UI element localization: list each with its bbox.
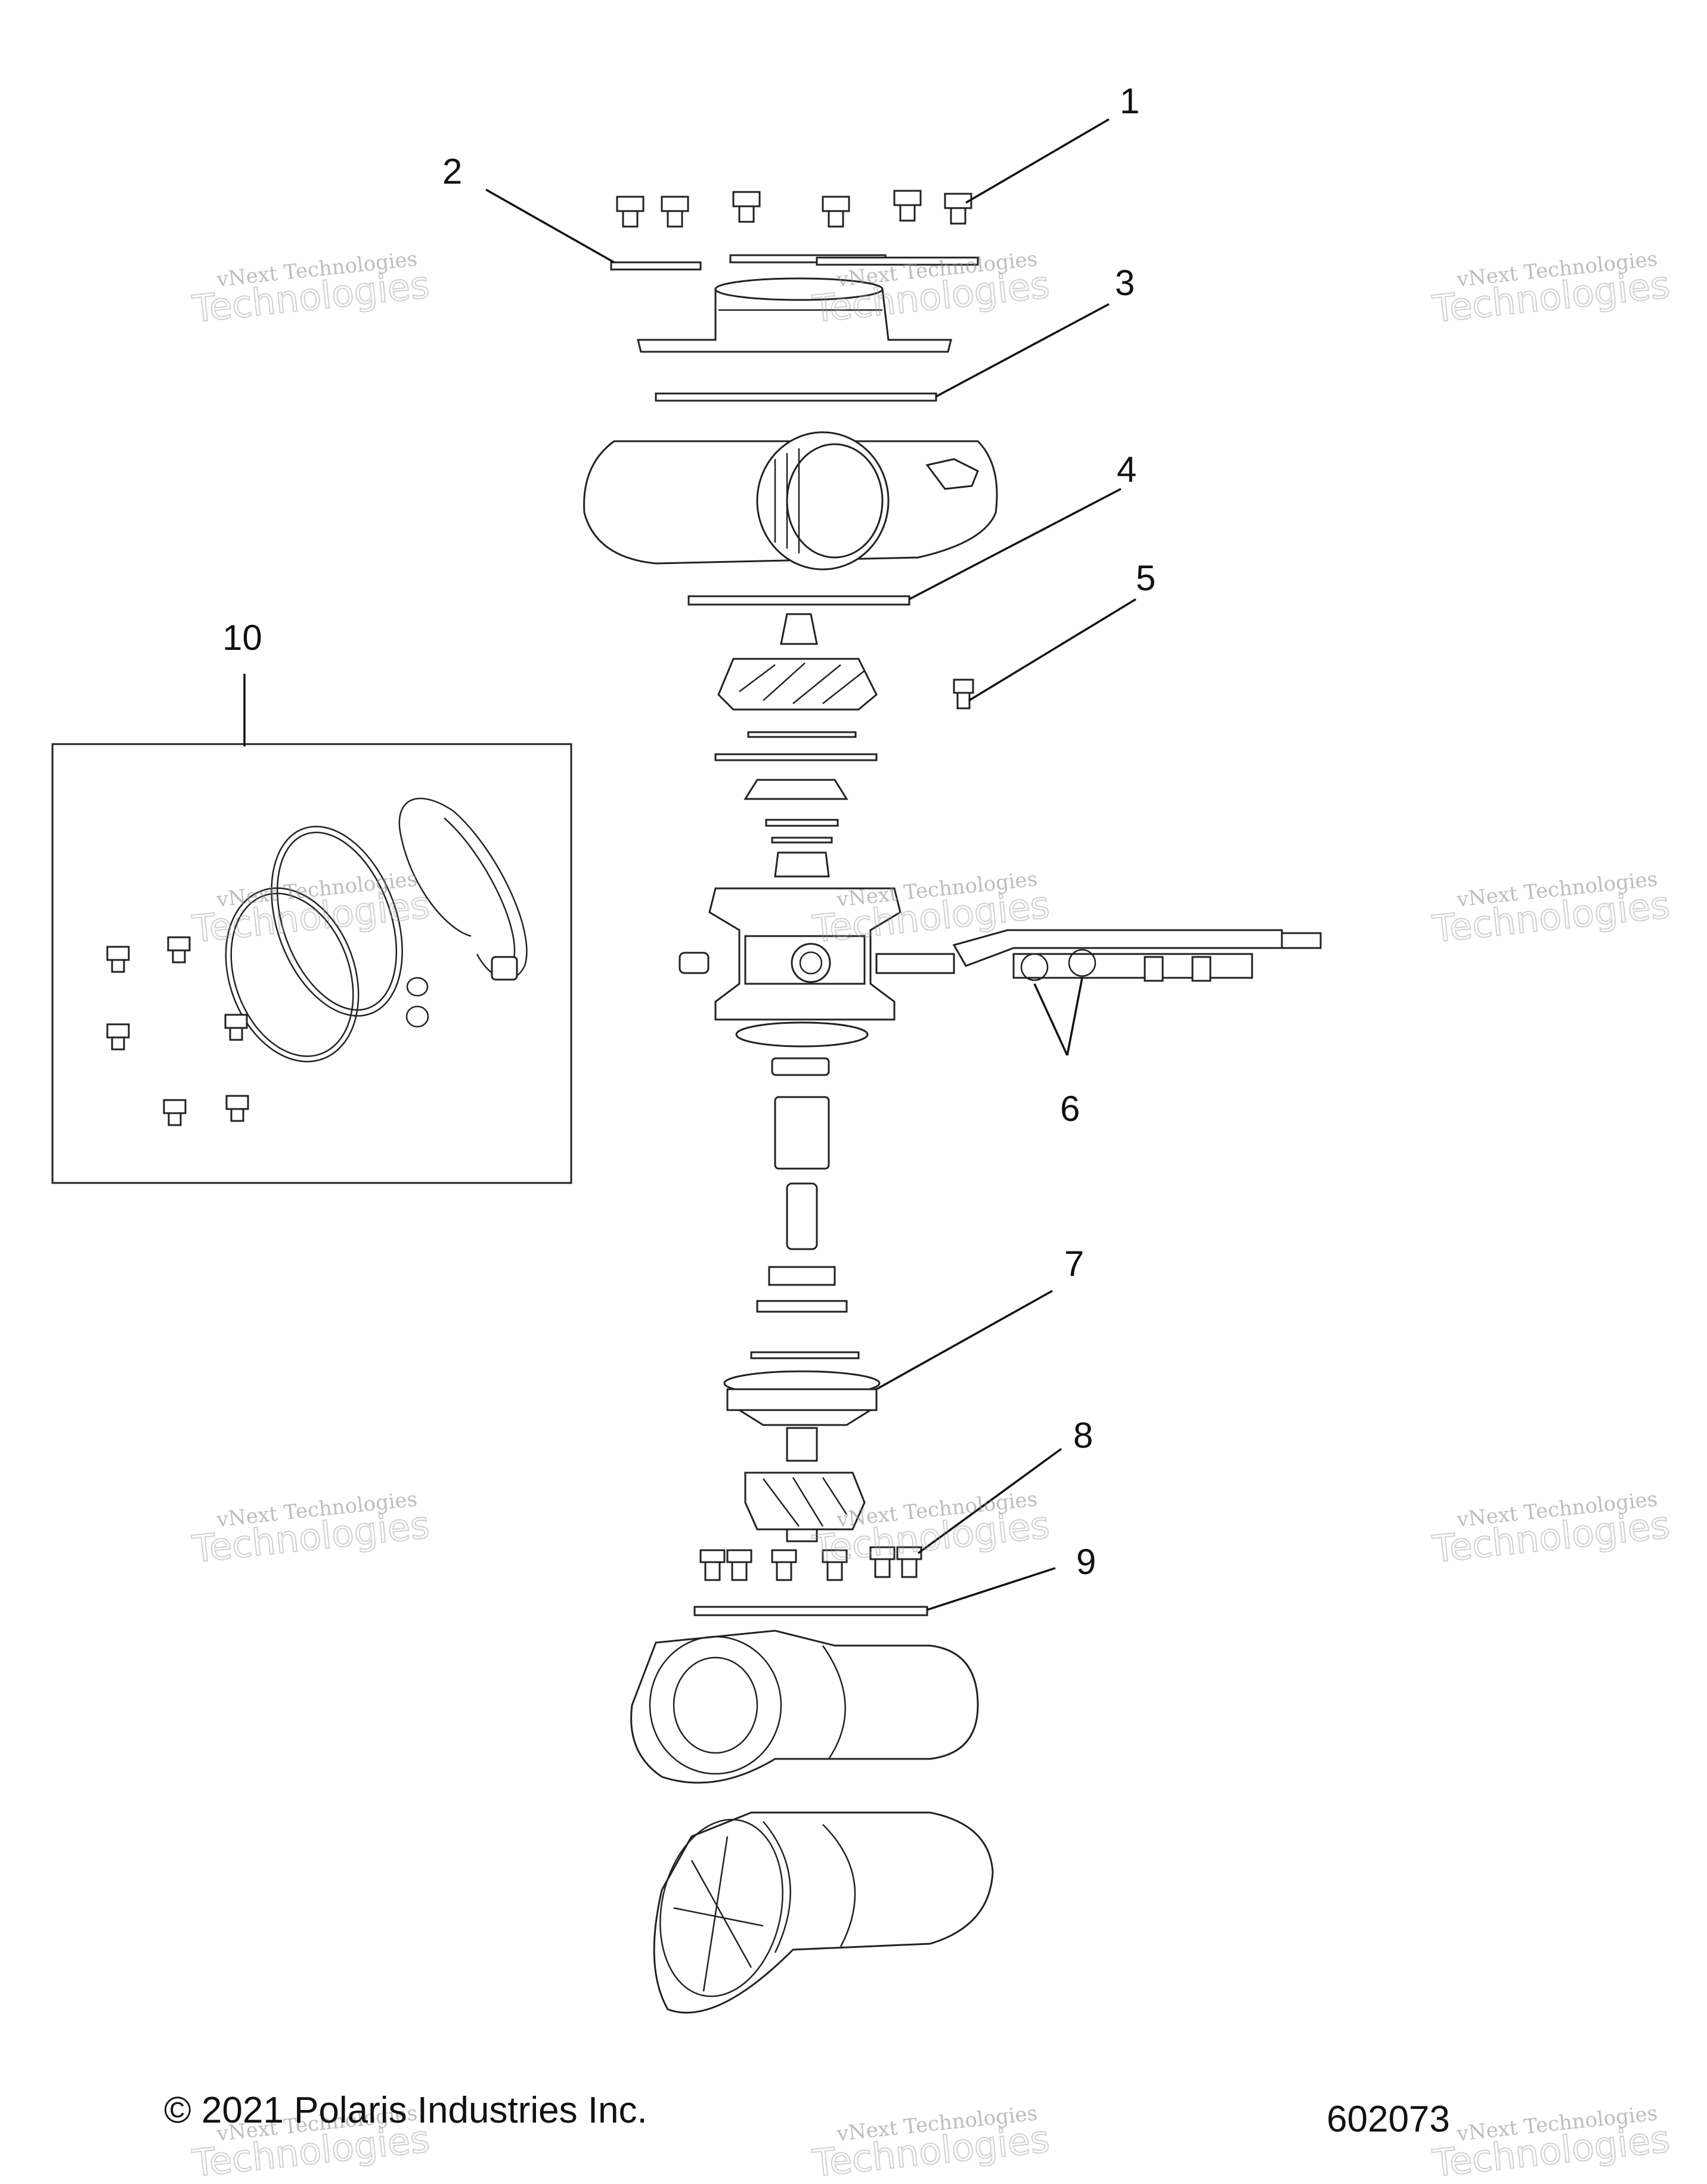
callout-9: 9 — [1076, 1542, 1096, 1582]
callout-6: 6 — [1060, 1089, 1080, 1129]
top-bolts-item-1 — [616, 190, 972, 228]
shaft-stack — [723, 1057, 881, 1462]
gasket-item-9 — [693, 1606, 928, 1616]
callout-10: 10 — [222, 618, 262, 658]
gasket-item-3 — [655, 392, 937, 402]
callout-8: 8 — [1073, 1415, 1093, 1455]
oil-lines-item-6 — [875, 929, 1322, 1056]
exhaust-pipe — [653, 1811, 994, 2014]
callout-1: 1 — [1120, 81, 1139, 121]
compressor-wheel — [717, 613, 878, 711]
gasket-item-4 — [687, 595, 910, 606]
callout-4: 4 — [1117, 450, 1136, 490]
shims-and-seals — [714, 731, 878, 878]
turbine-housing — [630, 1630, 979, 1784]
retainer-plates-item-2 — [610, 254, 979, 271]
turbine-bolts-item-8 — [699, 1546, 922, 1581]
copyright-text: © 2021 Polaris Industries Inc. — [164, 2090, 648, 2131]
center-housing — [679, 887, 901, 1048]
turbine-wheel — [744, 1472, 866, 1542]
cover-plate — [637, 277, 952, 353]
callout-2: 2 — [442, 151, 462, 191]
callout-labels: 1 2 3 4 5 6 7 8 9 10 — [222, 81, 1155, 1582]
compressor-housing — [583, 431, 998, 571]
callout-3: 3 — [1115, 263, 1135, 303]
callout-5: 5 — [1136, 558, 1155, 598]
bolt-item-5 — [953, 679, 974, 710]
kit-box-10 — [51, 674, 572, 1184]
leader-lines — [485, 118, 1136, 1611]
diagram-number: 602073 — [1327, 2099, 1450, 2140]
callout-7: 7 — [1064, 1244, 1084, 1284]
